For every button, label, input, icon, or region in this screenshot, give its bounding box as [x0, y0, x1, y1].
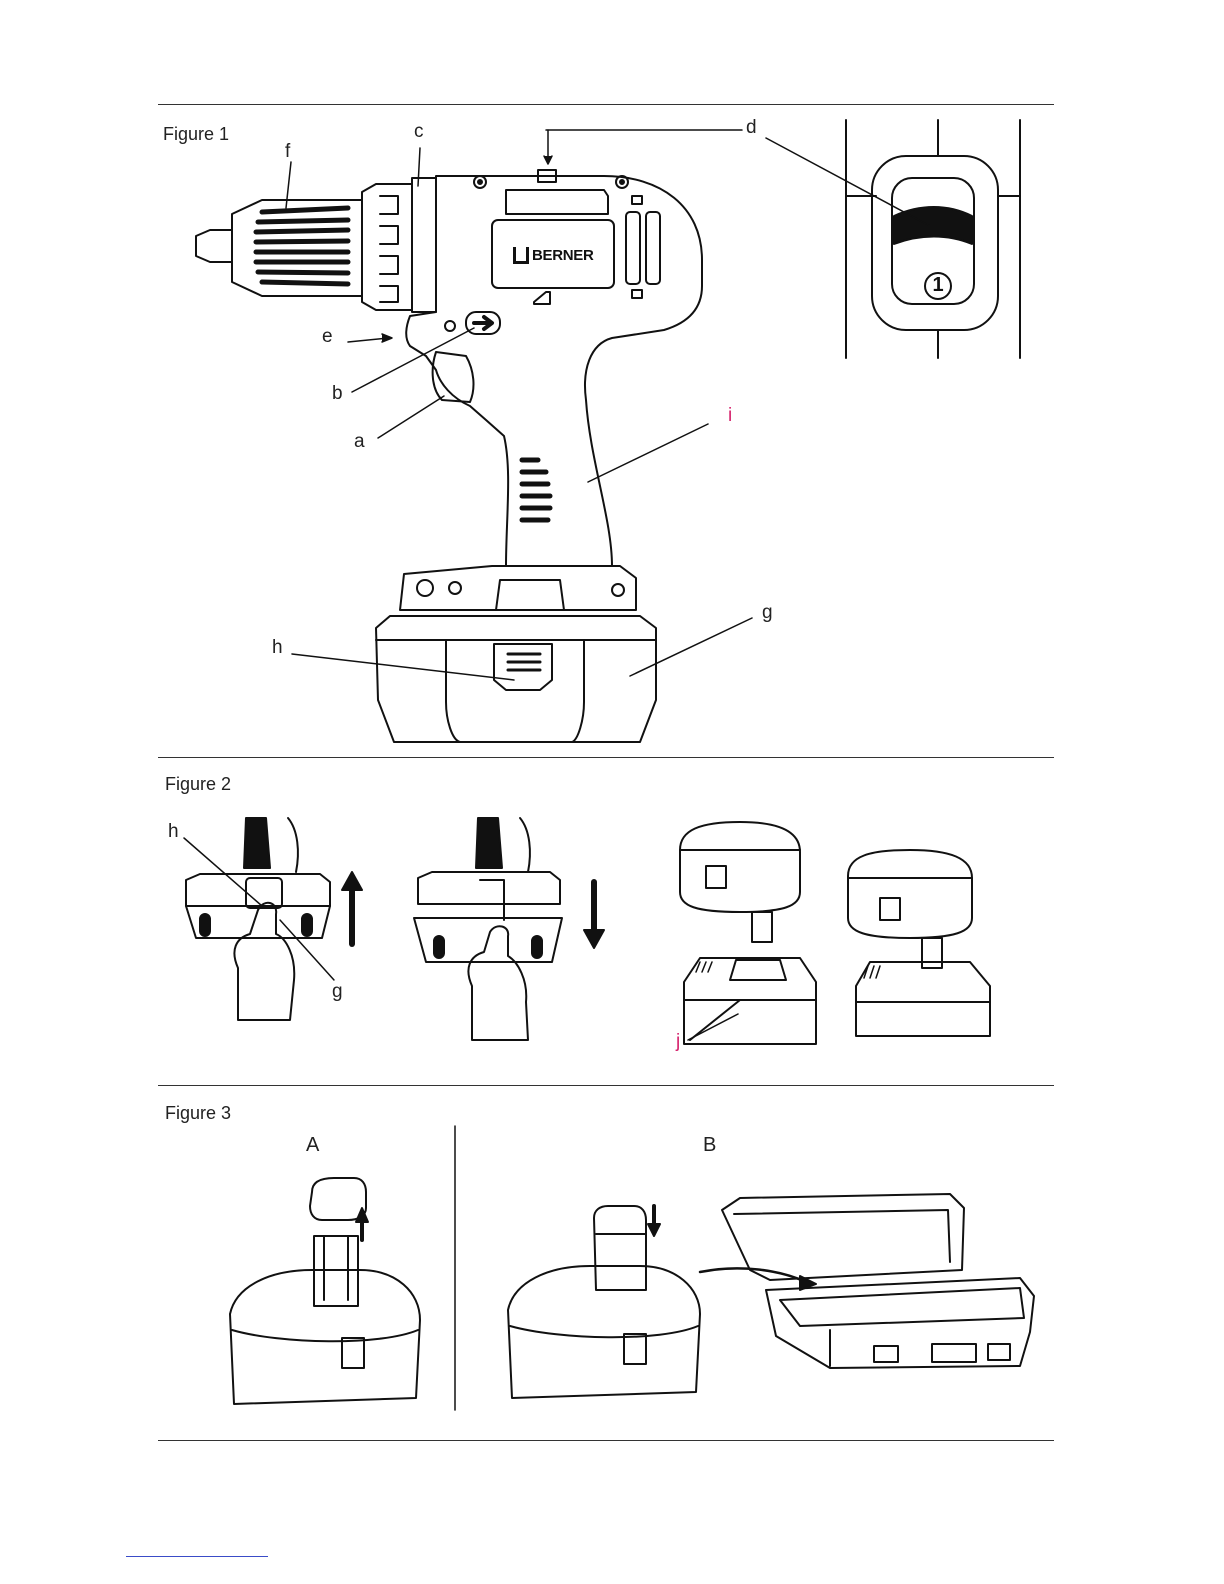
grip-ribs — [522, 460, 550, 520]
callout-a: a — [354, 432, 365, 451]
callout-c: c — [414, 122, 424, 141]
callout-e: e — [322, 327, 333, 346]
speed-selector-detail — [846, 120, 1020, 358]
brand-logo-mark — [513, 247, 529, 264]
callout-b: b — [332, 384, 343, 403]
callout-i: i — [728, 406, 732, 425]
figure3-panel-a-label: A — [306, 1134, 319, 1157]
battery-release-button — [494, 644, 552, 690]
brand-name: BERNER — [532, 247, 594, 264]
figure3-panel-b-art — [508, 1194, 1034, 1398]
callout-h: h — [272, 638, 283, 657]
footer-link-underline[interactable] — [126, 1556, 268, 1557]
storage-case-lid — [722, 1194, 964, 1280]
figure2-battery-insertion — [414, 818, 604, 1040]
callout-f: f — [285, 142, 290, 161]
led-icon — [534, 292, 550, 304]
brand-logo: BERNER — [513, 244, 595, 266]
figure2-charging — [680, 822, 990, 1044]
chuck-grip-ribs — [256, 208, 348, 284]
figure2-callout-j: j — [676, 1032, 680, 1051]
torque-collar — [362, 184, 412, 310]
callout-d: d — [746, 118, 757, 137]
battery-pack — [376, 616, 656, 742]
figure3-panel-b-label: B — [703, 1134, 716, 1157]
drill-body — [406, 176, 702, 566]
figure2-callout-h: h — [168, 822, 179, 841]
figure2-callout-g: g — [332, 982, 343, 1001]
speed-number: 1 — [928, 274, 948, 297]
figure3-panel-a-art — [230, 1178, 420, 1404]
callout-g: g — [762, 603, 773, 622]
